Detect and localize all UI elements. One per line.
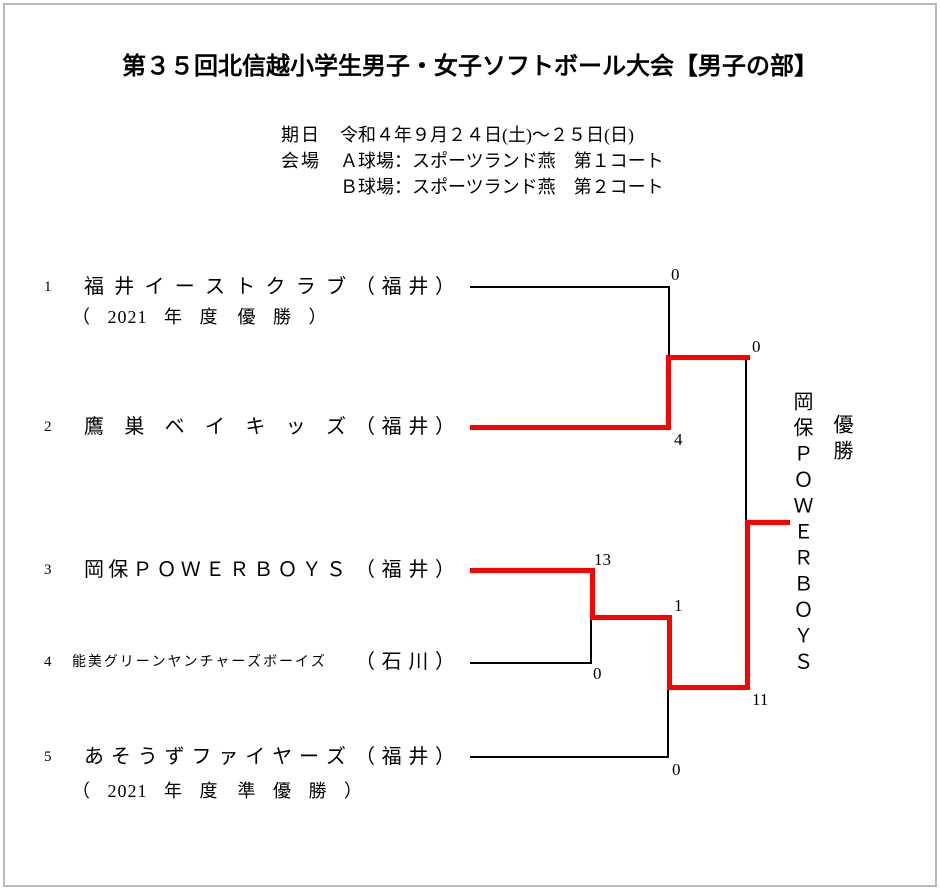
team-4-prefecture: （石川） <box>355 651 455 673</box>
venue-line-b: Ｂ球場：スポーツランド燕 第２コート <box>340 177 664 197</box>
champion-label: 優勝 <box>830 414 852 466</box>
semifinal-winner-connector <box>667 615 672 690</box>
team-1-seed: 1 <box>44 279 52 295</box>
match-2-lower-connector <box>590 617 592 664</box>
score-semifinal-winner2: 1 <box>674 596 683 615</box>
match-2-winner-connector <box>590 568 595 620</box>
team-5-name: あそうずファイヤーズ <box>84 746 346 768</box>
match-2-winner-line <box>590 615 672 620</box>
match-1-winner-line <box>666 355 750 360</box>
team-1-name: 福井イーストクラブ <box>84 276 346 298</box>
team-1-prefecture: （福井） <box>355 276 455 298</box>
final-upper-connector <box>745 357 747 522</box>
team-1-note: （ 2021 年 度 優 勝 ） <box>72 307 328 327</box>
team-4-line <box>470 662 592 664</box>
team-2-name: 鷹巣ベイキッズ <box>84 416 346 438</box>
champion-name: 岡保ＰＯＷＥＲＢＯＹＳ <box>790 391 812 677</box>
score-semifinal-team5: 0 <box>672 760 681 779</box>
team-1-line <box>470 286 670 288</box>
team-4-seed: 4 <box>44 654 52 670</box>
venue-line-a: Ａ球場：スポーツランド燕 第１コート <box>340 151 664 171</box>
page-title: 第３５回北信越小学生男子・女子ソフトボール大会【男子の部】 <box>122 53 818 80</box>
score-match2-team4: 0 <box>593 664 602 683</box>
champion-line <box>745 520 790 525</box>
team-5-line <box>470 756 669 758</box>
team-4-name: 能美グリーンヤンチャーズボーイズ <box>72 655 325 670</box>
score-match1-team2: 4 <box>674 430 683 449</box>
team-3-prefecture: （福井） <box>355 559 455 581</box>
team-5-prefecture: （福井） <box>355 746 455 768</box>
team-3-seed: 3 <box>44 562 52 578</box>
team-2-seed: 2 <box>44 419 52 435</box>
final-winner-connector <box>745 520 750 690</box>
score-final-bottom: 11 <box>752 690 769 709</box>
date-label: 期日 <box>281 125 321 145</box>
team-2-prefecture: （福井） <box>355 416 455 438</box>
team-5-seed: 5 <box>44 749 52 765</box>
team-3-line-winner <box>470 568 595 573</box>
match-1-winner-connector <box>666 355 671 430</box>
score-match2-team3: 13 <box>594 550 611 569</box>
score-final-top: 0 <box>752 337 761 356</box>
team-2-line-winner <box>470 425 671 430</box>
semifinal-winner-line <box>667 685 750 690</box>
team-5-note: （ 2021 年 度 準 優 勝 ） <box>72 781 363 801</box>
score-match1-team1: 0 <box>671 265 680 284</box>
venue-label: 会場 <box>281 151 321 171</box>
semifinal-lower-connector <box>667 688 669 758</box>
date-value: 令和４年９月２４日(土)～２５日(日) <box>340 125 634 145</box>
match-1-upper-connector <box>668 286 670 357</box>
